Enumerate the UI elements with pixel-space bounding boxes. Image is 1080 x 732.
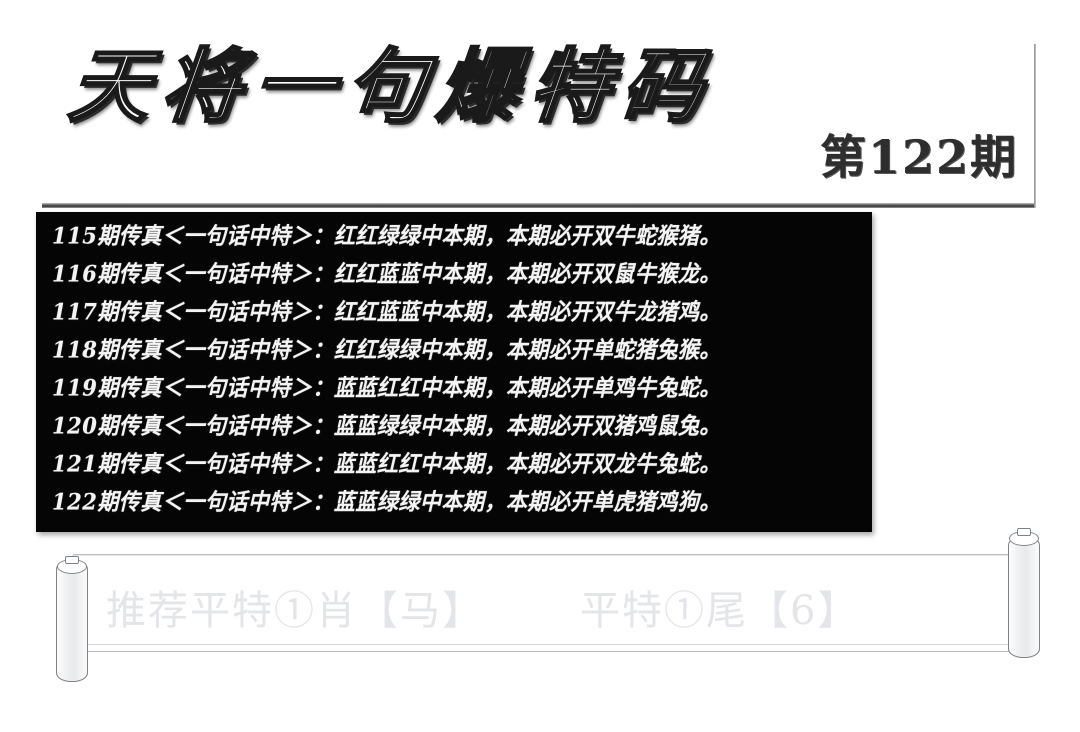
recommended-ping-te-xiao: 推荐平特①肖【马】 [106,588,484,634]
poster-header: 天将一句爆特码 第122期 [0,0,1080,212]
scroll-paper [72,554,1022,652]
scroll-roller-right-icon [1008,528,1040,658]
forecast-row-text: 122期传真＜一句话中特＞：蓝蓝绿绿中本期，本期必开单虎猪鸡狗。 [52,488,721,516]
scroll-banner-text: 推荐平特①肖【马】 平特①尾【6】 [106,578,1006,636]
header-vertical-rule [1034,44,1036,208]
forecast-row-text: 117期传真＜一句话中特＞：红红蓝蓝中本期，本期必开双牛龙猪鸡。 [52,298,721,326]
forecast-row: 117期传真＜一句话中特＞：红红蓝蓝中本期，本期必开双牛龙猪鸡。 [36,296,872,334]
issue-number: 第122期 [819,130,1018,184]
forecast-row: 115期传真＜一句话中特＞：红红绿绿中本期，本期必开双牛蛇猴猪。 [36,220,872,258]
scroll-roller-left-knob-icon [65,556,79,564]
recommended-ping-te-wei: 平特①尾【6】 [580,588,860,634]
forecast-row-text: 116期传真＜一句话中特＞：红红蓝蓝中本期，本期必开双鼠牛猴龙。 [52,260,721,288]
forecast-row: 122期传真＜一句话中特＞：蓝蓝绿绿中本期，本期必开单虎猪鸡狗。 [36,486,872,524]
forecast-row: 116期传真＜一句话中特＞：红红蓝蓝中本期，本期必开双鼠牛猴龙。 [36,258,872,296]
forecast-row: 121期传真＜一句话中特＞：蓝蓝红红中本期，本期必开双龙牛兔蛇。 [36,448,872,486]
scroll-paper-bottom-edge [74,644,1020,645]
header-horizontal-rule [42,203,1034,208]
scroll-roller-right-knob-icon [1017,528,1031,536]
forecast-row: 119期传真＜一句话中特＞：蓝蓝红红中本期，本期必开单鸡牛兔蛇。 [36,372,872,410]
forecast-row-text: 115期传真＜一句话中特＞：红红绿绿中本期，本期必开双牛蛇猴猪。 [52,222,721,250]
scroll-roller-left-icon [56,556,88,682]
forecast-panel: 115期传真＜一句话中特＞：红红绿绿中本期，本期必开双牛蛇猴猪。 116期传真＜… [36,212,872,532]
forecast-row-text: 119期传真＜一句话中特＞：蓝蓝红红中本期，本期必开单鸡牛兔蛇。 [52,374,721,402]
forecast-row-text: 121期传真＜一句话中特＞：蓝蓝红红中本期，本期必开双龙牛兔蛇。 [52,450,721,478]
forecast-row: 120期传真＜一句话中特＞：蓝蓝绿绿中本期，本期必开双猪鸡鼠兔。 [36,410,872,448]
forecast-row-text: 118期传真＜一句话中特＞：红红绿绿中本期，本期必开单蛇猪兔猴。 [52,336,721,364]
scroll-banner: 推荐平特①肖【马】 平特①尾【6】 [46,528,1046,686]
forecast-row: 118期传真＜一句话中特＞：红红绿绿中本期，本期必开单蛇猪兔猴。 [36,334,872,372]
page-title: 天将一句爆特码 [64,38,720,135]
forecast-row-text: 120期传真＜一句话中特＞：蓝蓝绿绿中本期，本期必开双猪鸡鼠兔。 [52,412,721,440]
